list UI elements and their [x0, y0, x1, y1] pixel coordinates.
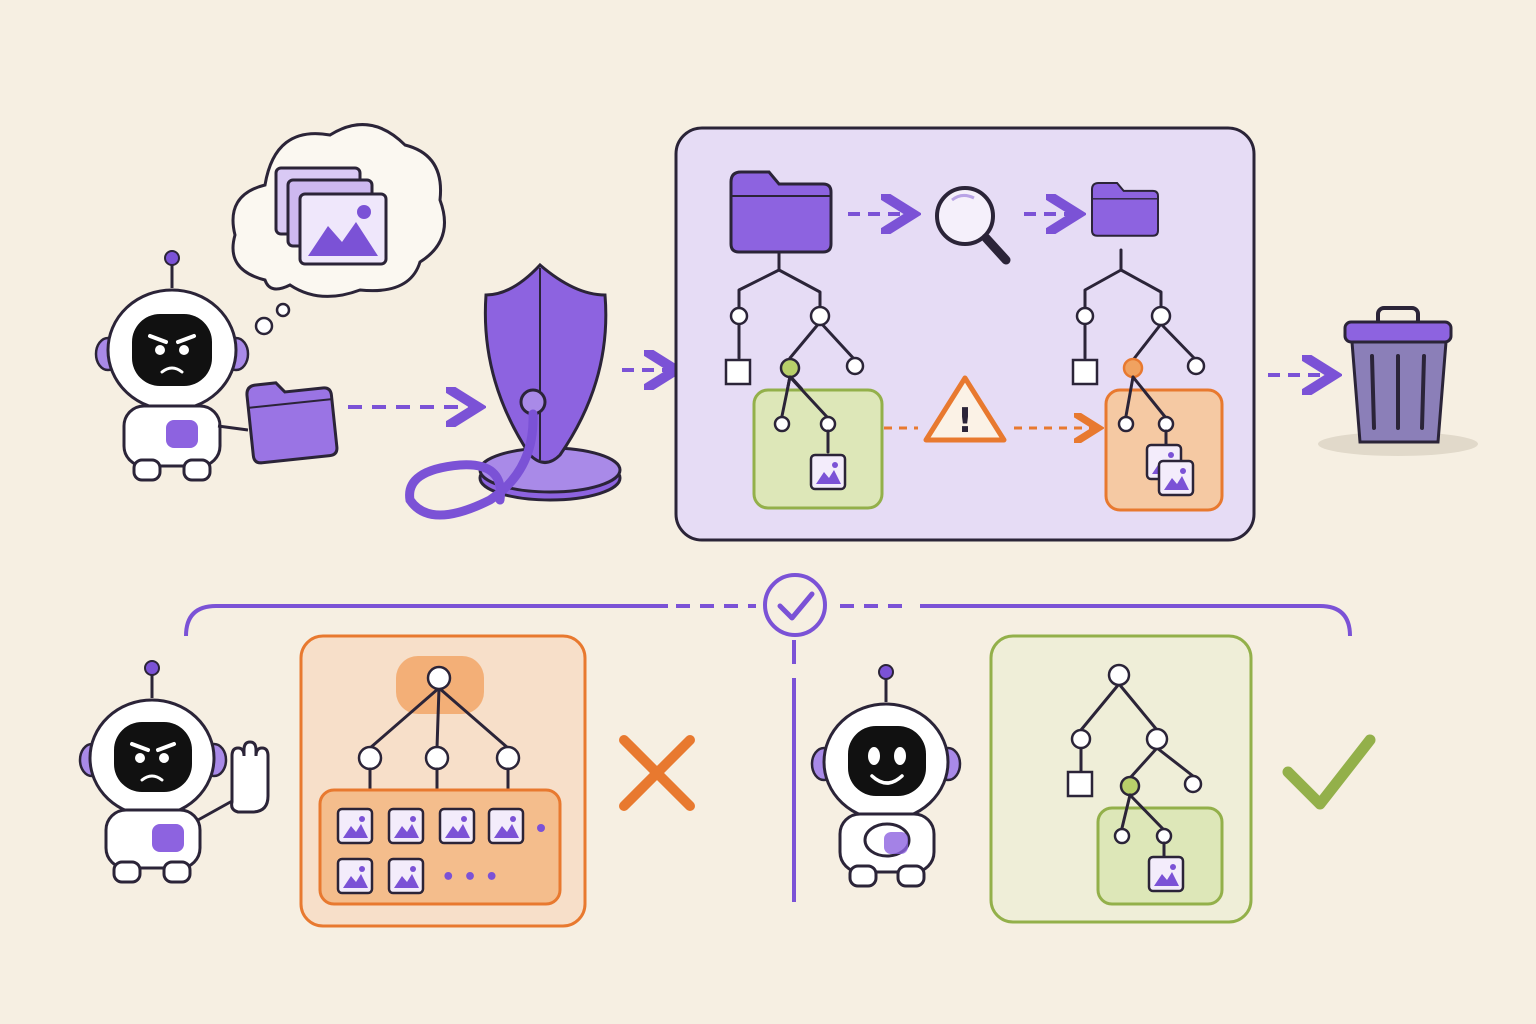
image-thumb [487, 807, 525, 845]
image-stack-icon [274, 166, 388, 266]
shield-icon [405, 262, 622, 520]
image-thumb [438, 807, 476, 845]
image-thumb [336, 807, 374, 845]
more-images-ellipsis: • • • [441, 865, 499, 890]
cross-mark-icon [619, 735, 695, 811]
robot-icon [94, 250, 250, 482]
folder-icon [729, 170, 833, 254]
robot-icon [78, 660, 270, 884]
tree-right [1071, 248, 1224, 512]
thought-bubble-icon [231, 123, 446, 336]
tree-left [724, 250, 884, 510]
bad-example-panel: • • • [299, 634, 587, 928]
warning-icon: ! [923, 375, 1007, 443]
good-example-panel [989, 634, 1253, 924]
folder-icon [245, 381, 339, 465]
check-mark-icon [1282, 734, 1376, 810]
check-circle-icon [763, 573, 827, 637]
magnifier-icon [935, 186, 1011, 265]
folder-icon [1091, 182, 1159, 237]
image-thumb [387, 857, 425, 895]
trash-can-icon [1318, 306, 1478, 456]
comparison-bracket [184, 604, 1352, 916]
warning-glyph: ! [957, 401, 973, 441]
robot-icon [810, 664, 962, 888]
image-thumb [1147, 855, 1185, 893]
image-thumb [387, 807, 425, 845]
image-thumb [336, 857, 374, 895]
